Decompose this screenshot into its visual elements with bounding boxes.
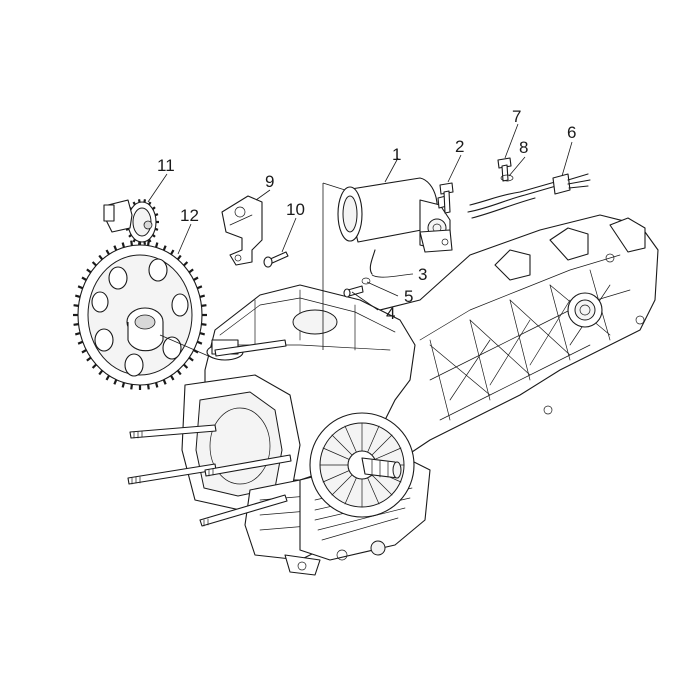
gear-tooth xyxy=(154,242,159,248)
gear-tooth xyxy=(137,199,141,203)
gear-tooth xyxy=(125,227,130,231)
gear-tooth xyxy=(162,245,167,251)
part-4-5-screw-washer xyxy=(343,277,371,298)
gear-tooth xyxy=(91,363,97,369)
gear-tooth xyxy=(188,268,194,274)
part-10-screw xyxy=(263,251,289,268)
gear-tooth xyxy=(73,304,79,307)
gear-tooth xyxy=(113,245,118,251)
gear-tooth xyxy=(201,304,207,307)
gear-tooth xyxy=(193,276,199,281)
gear-tooth xyxy=(170,249,175,255)
part-6-wiring-harness xyxy=(467,173,591,219)
gear-tooth xyxy=(81,276,87,281)
gear-tooth xyxy=(128,234,132,238)
callout-4: 4 xyxy=(386,304,395,323)
gear-tooth xyxy=(73,323,79,326)
gear-tooth xyxy=(176,254,182,261)
callout-3: 3 xyxy=(418,265,427,284)
gear-tooth xyxy=(98,254,104,261)
gear-tooth xyxy=(154,213,159,217)
gear-tooth xyxy=(199,294,206,298)
callout-1: 1 xyxy=(392,145,401,164)
gear-tooth xyxy=(147,240,150,246)
gear-tooth xyxy=(148,201,152,206)
gear-tooth xyxy=(154,382,159,388)
gear-tooth xyxy=(183,363,189,369)
part-9-bracket xyxy=(221,195,263,266)
callout-9: 9 xyxy=(265,172,274,191)
gear-tooth xyxy=(98,369,104,376)
gear-tooth xyxy=(193,349,199,354)
gear-tooth xyxy=(143,241,147,245)
gear-tooth xyxy=(130,384,133,390)
part-2-bolt xyxy=(439,182,454,214)
callout-labels: 1 2 3 4 5 6 7 8 9 10 11 12 xyxy=(157,107,576,323)
callout-2: 2 xyxy=(455,137,464,156)
callout-8: 8 xyxy=(519,138,528,157)
gear-tooth xyxy=(152,206,156,210)
gear-tooth xyxy=(132,201,136,206)
gear-tooth xyxy=(86,356,92,362)
callout-11: 11 xyxy=(157,156,175,175)
crankcase xyxy=(127,214,659,576)
gear-tooth xyxy=(183,261,189,267)
gear-tooth xyxy=(137,241,141,245)
gear-tooth xyxy=(132,238,136,243)
gear-tooth xyxy=(105,249,110,255)
gear-tooth xyxy=(196,285,203,290)
cylinder-studs xyxy=(127,339,292,527)
gear-tooth xyxy=(188,356,194,362)
gear-tooth xyxy=(74,332,81,336)
callout-10: 10 xyxy=(286,200,305,219)
gear-tooth xyxy=(130,240,133,246)
gear-tooth xyxy=(74,294,81,298)
callout-7: 7 xyxy=(512,107,521,126)
leader-lines xyxy=(147,123,573,359)
callout-6: 6 xyxy=(567,123,576,142)
gear-tooth xyxy=(105,375,110,381)
gear-tooth xyxy=(121,382,126,388)
gear-tooth xyxy=(201,323,207,326)
gear-tooth xyxy=(81,349,87,354)
gear-tooth xyxy=(170,375,175,381)
gear-tooth xyxy=(86,268,92,274)
gear-tooth xyxy=(143,199,147,203)
gear-tooth xyxy=(77,285,84,290)
part-7-8-screw-washer xyxy=(497,157,514,182)
gear-tooth xyxy=(152,234,156,238)
gear-tooth xyxy=(91,261,97,267)
callout-5: 5 xyxy=(404,287,413,306)
gear-tooth xyxy=(196,340,203,345)
gear-tooth xyxy=(77,340,84,345)
gear-tooth xyxy=(121,242,126,248)
part-1-starter-motor xyxy=(337,177,453,275)
part-11-idler-gear xyxy=(103,199,159,245)
part-12-large-gear xyxy=(73,240,207,390)
gear-tooth xyxy=(199,332,206,336)
gear-tooth xyxy=(154,227,159,231)
gear-tooth xyxy=(113,379,118,385)
callout-12: 12 xyxy=(180,206,199,225)
gear-tooth xyxy=(176,369,182,376)
gear-tooth xyxy=(162,379,167,385)
gear-tooth xyxy=(148,238,152,243)
gear-tooth xyxy=(147,384,150,390)
